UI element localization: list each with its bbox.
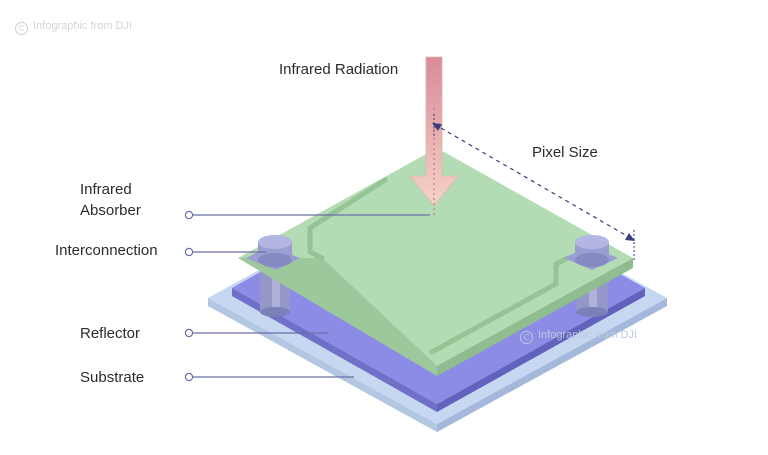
pixel-size-arrowhead-end [625, 233, 635, 241]
reflector-side-left [232, 288, 437, 412]
watermark-text: Infographic from DJI [538, 329, 638, 341]
label-infrared-radiation: Infrared Radiation [279, 61, 399, 78]
leader-dot-interconnection [184, 247, 194, 257]
absorber-side-left [238, 258, 437, 376]
copyright-icon: C [520, 331, 533, 344]
substrate-side-right [437, 298, 667, 432]
copyright-icon: C [15, 22, 28, 35]
label-substrate: Substrate [80, 369, 145, 386]
absorber-plate [238, 148, 633, 366]
watermark-text: Infographic from DJI [33, 20, 133, 32]
leader-dot-absorber [184, 210, 194, 220]
leader-dot-substrate [184, 372, 194, 382]
leader-dot-reflector [184, 328, 194, 338]
watermark-center: C Infographic from DJI [520, 329, 637, 344]
watermark-top: C Infographic from DJI [15, 20, 132, 35]
label-reflector: Reflector [80, 325, 141, 342]
label-interconnection: Interconnection [55, 242, 158, 259]
label-infrared-absorber-line2: Absorber [80, 202, 141, 219]
absorber-side-right [437, 258, 633, 376]
label-pixel-size: Pixel Size [532, 144, 598, 161]
pixel-size-dimension-line [433, 123, 635, 241]
pixel-size-arrowhead-start [432, 123, 442, 131]
absorber-leg-left [307, 177, 388, 261]
substrate-side-left [208, 298, 437, 432]
label-infrared-absorber-line1: Infrared [80, 181, 132, 198]
reflector-side-right [437, 288, 645, 412]
absorber-leg-right [429, 255, 571, 355]
interconnection-pad-right [564, 235, 618, 270]
